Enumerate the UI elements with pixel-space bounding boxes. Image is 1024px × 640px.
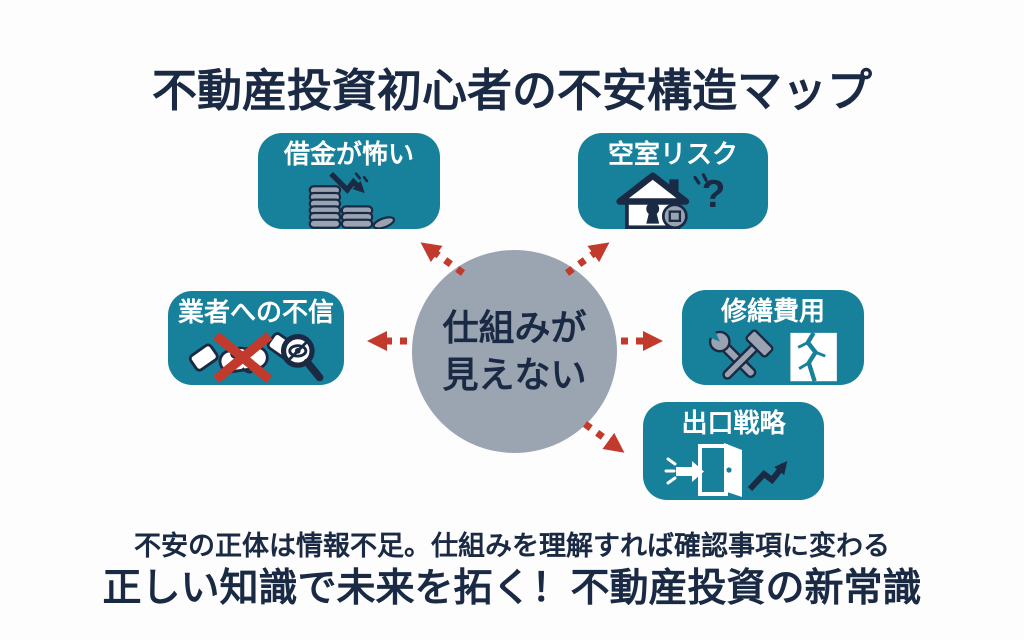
- falling-coins-icon: [308, 171, 396, 229]
- broken-handshake-magnifier-icon: [188, 331, 324, 383]
- center-circle: 仕組みが 見えない: [412, 250, 617, 453]
- center-label-line1: 仕組みが: [442, 306, 587, 348]
- arrow-to-exit: [582, 421, 625, 453]
- node-repair-label: 修繕費用: [720, 296, 825, 326]
- vacant-house-question-icon: ?: [616, 172, 726, 229]
- exit-door-growth-icon: [664, 442, 787, 497]
- anxiety-node-exit: 出口戦略: [643, 402, 824, 500]
- red-x-mark: [213, 331, 273, 383]
- cracked-wall-icon: [790, 331, 837, 382]
- question-mark: ?: [702, 173, 726, 216]
- anxiety-node-distrust: 業者への不信: [168, 291, 344, 385]
- footer-message: 不安の正体は情報不足。仕組みを理解すれば確認事項に変わる: [134, 531, 890, 561]
- exit-door-icon: [664, 442, 742, 497]
- anxiety-node-repair: 修繕費用: [682, 290, 864, 385]
- crossed-tools-crack-icon: [705, 328, 837, 382]
- footer-tagline: 正しい知識で未来を拓く！不動産投資の新常識: [102, 567, 922, 610]
- node-exit-label: 出口戦略: [681, 408, 786, 438]
- center-label-line2: 見えない: [442, 353, 587, 395]
- hidden-eye-magnifier-icon: [280, 333, 324, 382]
- page-title: 不動産投資初心者の不安構造マップ: [151, 65, 872, 116]
- growth-arrow-icon: [747, 460, 787, 491]
- anxiety-node-debt: 借金が怖い: [258, 133, 440, 229]
- node-distrust-label: 業者への不信: [177, 297, 334, 327]
- anxiety-node-vacancy: 空室リスク ?: [578, 133, 768, 229]
- node-vacancy-label: 空室リスク: [607, 139, 738, 169]
- hammer-icon: [722, 329, 774, 380]
- node-debt-label: 借金が怖い: [283, 139, 414, 169]
